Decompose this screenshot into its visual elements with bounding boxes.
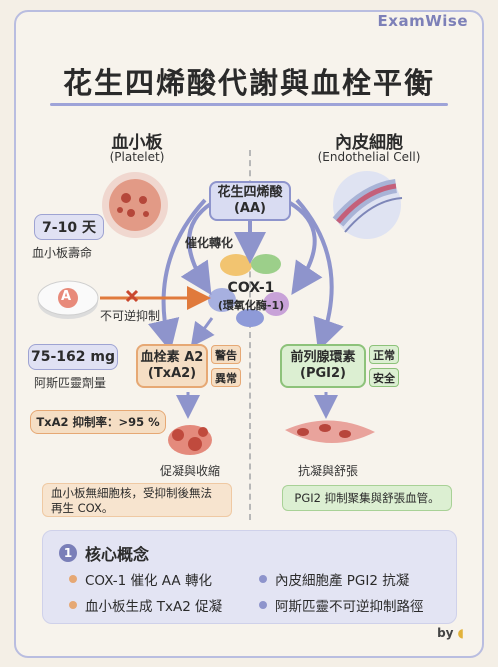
cox1-subname: (環氧化酶-1) bbox=[217, 299, 285, 312]
concept-text: 阿斯匹靈不可逆抑制路徑 bbox=[275, 599, 424, 615]
concept-text: 血小板生成 TxA2 促凝 bbox=[85, 599, 223, 615]
platelet-cell-icon bbox=[102, 172, 168, 238]
aa-abbrev: (AA) bbox=[233, 201, 266, 216]
pgi2-tag-normal: 正常 bbox=[369, 345, 399, 364]
lifespan-badge: 7-10 天 bbox=[34, 214, 104, 240]
pgi2-tag-safe: 安全 bbox=[369, 368, 399, 387]
brand-logo: ExamWise bbox=[377, 12, 468, 30]
pgi2-abbrev: (PGI2) bbox=[300, 366, 346, 381]
dose-badge: 75-162 mg bbox=[28, 344, 118, 370]
endothelial-note: PGI2 抑制聚集與舒張血管。 bbox=[282, 485, 452, 511]
inhibition-rate-badge: TxA2 抑制率：>95 % bbox=[30, 410, 166, 434]
concepts-heading: 1 核心概念 bbox=[59, 541, 149, 565]
concept-item: 血小板生成 TxA2 促凝 bbox=[69, 595, 222, 615]
dose-label: 阿斯匹靈劑量 bbox=[34, 376, 107, 390]
concept-text: 內皮細胞產 PGI2 抗凝 bbox=[275, 573, 410, 589]
cox1-name: COX-1 bbox=[227, 280, 275, 296]
pgi2-name: 前列腺環素 bbox=[290, 350, 356, 365]
arachidonic-acid-box: 花生四烯酸 (AA) bbox=[209, 181, 291, 221]
catalyze-label: 催化轉化 bbox=[185, 236, 234, 250]
page-title: 花生四烯酸代謝與血栓平衡 bbox=[62, 66, 435, 100]
blood-clot-icon bbox=[168, 425, 212, 455]
irreversible-inhibition-label: 不可逆抑制 bbox=[100, 309, 161, 323]
byline-text: by bbox=[437, 626, 454, 640]
bullet-dot bbox=[69, 575, 77, 583]
bullet-dot bbox=[259, 601, 267, 609]
platelet-title: 血小板 bbox=[111, 133, 163, 153]
cox1-box: COX-1 (環氧化酶-1) bbox=[207, 272, 295, 322]
platelet-note: 血小板無細胞核，受抑制後無法再生 COX。 bbox=[42, 483, 232, 517]
bullet-dot bbox=[69, 601, 77, 609]
aspirin-letter: A bbox=[61, 289, 72, 304]
column-divider bbox=[249, 150, 251, 520]
aspirin-pill-icon bbox=[37, 280, 99, 319]
txa2-box: 血栓素 A2 (TxA2) bbox=[136, 344, 208, 388]
banana-icon: ◖ bbox=[457, 626, 464, 640]
concept-text: COX-1 催化 AA 轉化 bbox=[85, 573, 212, 589]
platelet-subtitle: (Platelet) bbox=[109, 150, 165, 164]
dilated-vessel-icon bbox=[285, 420, 375, 444]
blood-vessel-icon bbox=[332, 171, 403, 239]
concept-item: 內皮細胞產 PGI2 抗凝 bbox=[259, 569, 409, 589]
title-underline bbox=[50, 103, 448, 106]
pgi2-box: 前列腺環素 (PGI2) bbox=[280, 344, 366, 388]
txa2-tag-warning: 警告 bbox=[211, 345, 241, 364]
core-concepts-panel: 1 核心概念 COX-1 催化 AA 轉化 內皮細胞產 PGI2 抗凝 血小板生… bbox=[42, 530, 457, 624]
concepts-heading-text: 核心概念 bbox=[85, 545, 150, 564]
lifespan-label: 血小板壽命 bbox=[32, 246, 93, 260]
aa-name: 花生四烯酸 bbox=[217, 185, 283, 200]
byline: by ◖ bbox=[437, 626, 464, 640]
concept-item: 阿斯匹靈不可逆抑制路徑 bbox=[259, 595, 424, 615]
endothelial-title: 內皮細胞 bbox=[335, 133, 403, 153]
txa2-tag-abnormal: 異常 bbox=[211, 368, 241, 387]
anticoag-label: 抗凝與舒張 bbox=[298, 464, 359, 478]
bullet-dot bbox=[259, 575, 267, 583]
clot-label: 促凝與收縮 bbox=[160, 464, 221, 478]
txa2-name: 血栓素 A2 bbox=[140, 350, 204, 365]
txa2-abbrev: (TxA2) bbox=[147, 366, 197, 381]
section-number: 1 bbox=[59, 544, 77, 562]
concept-item: COX-1 催化 AA 轉化 bbox=[69, 569, 212, 589]
endothelial-subtitle: (Endothelial Cell) bbox=[317, 150, 421, 164]
